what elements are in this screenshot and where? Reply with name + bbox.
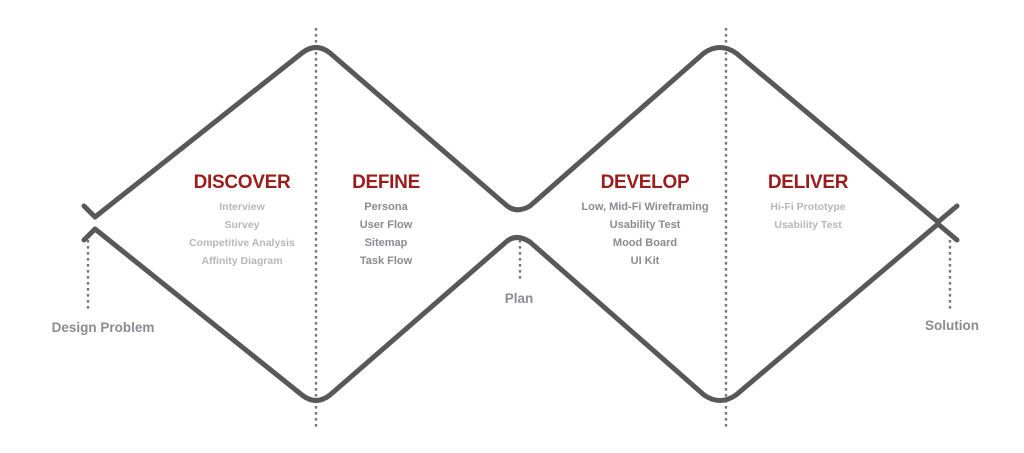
phase-title-develop: DEVELOP (600, 172, 690, 193)
phase-items-discover: Interview Survey Competitive Analysis Af… (189, 198, 295, 270)
phase-item: Affinity Diagram (201, 255, 283, 267)
discover-define-diamond-top (81, 45, 960, 225)
phase-item: Persona (364, 201, 408, 213)
phase-item: Usability Test (609, 219, 681, 231)
phase-item: UI Kit (630, 255, 660, 267)
phase-deliver: DELIVER Hi-Fi Prototype Usability Test (767, 172, 849, 234)
phase-item: Hi-Fi Prototype (770, 201, 846, 213)
phase-item: Mood Board (612, 237, 678, 249)
label-design-problem: Design Problem (51, 320, 155, 335)
phase-items-deliver: Hi-Fi Prototype Usability Test (768, 198, 848, 234)
phase-items-develop: Low, Mid-Fi Wireframing Usability Test M… (581, 198, 708, 270)
phase-items-define: Persona User Flow Sitemap Task Flow (352, 198, 420, 270)
phase-item: Sitemap (364, 237, 408, 249)
phase-item: Survey (224, 219, 260, 231)
phase-title-deliver: DELIVER (767, 172, 849, 193)
develop-deliver-diamond-bottom (81, 221, 960, 403)
phase-item: Usability Test (774, 219, 842, 231)
phase-item: Low, Mid-Fi Wireframing (581, 201, 709, 213)
phase-item: Interview (219, 201, 265, 213)
label-plan: Plan (504, 291, 534, 306)
label-solution: Solution (925, 318, 979, 333)
phase-develop: DEVELOP Low, Mid-Fi Wireframing Usabilit… (581, 172, 708, 270)
phase-title-discover: DISCOVER (193, 172, 291, 193)
phase-discover: DISCOVER Interview Survey Competitive An… (189, 172, 295, 270)
phase-define: DEFINE Persona User Flow Sitemap Task Fl… (352, 172, 420, 270)
phase-title-define: DEFINE (352, 172, 420, 193)
phase-item: User Flow (359, 219, 413, 231)
phase-item: Competitive Analysis (189, 237, 295, 249)
phase-item: Task Flow (359, 255, 413, 267)
